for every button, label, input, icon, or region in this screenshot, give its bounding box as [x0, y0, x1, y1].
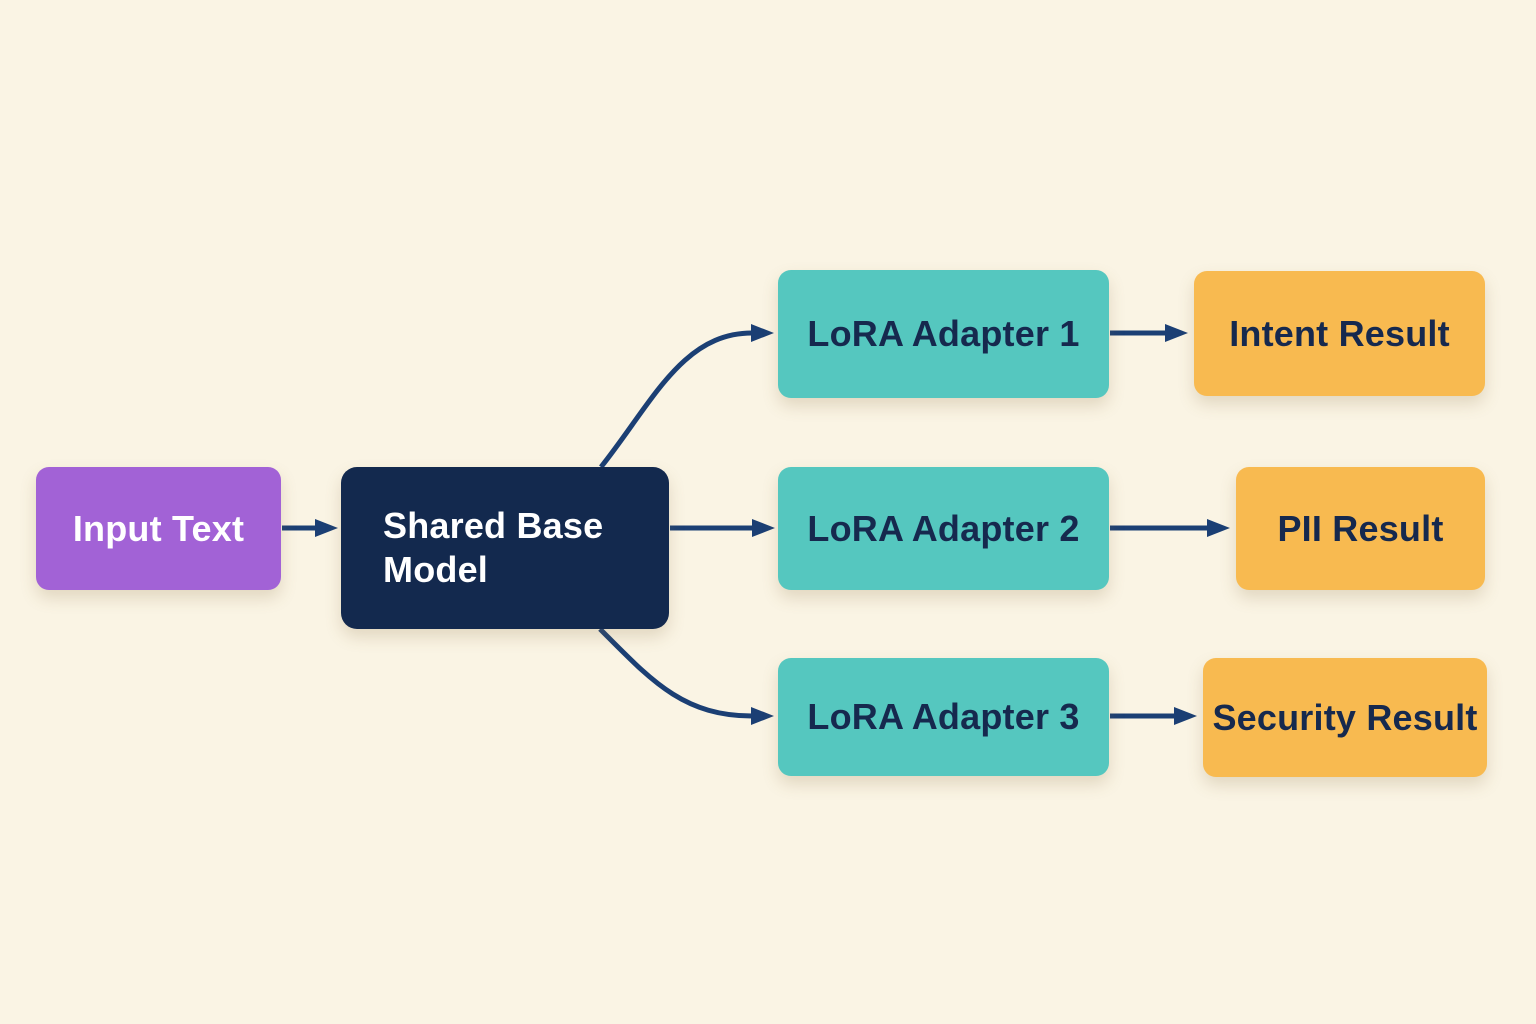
node-input-text-label: Input Text [72, 507, 245, 549]
node-lora-adapter-2-label: LoRA Adapter 2 [807, 507, 1080, 549]
edge-base-to-adapter3 [598, 627, 774, 725]
node-pii-result-label: PII Result [1277, 507, 1444, 549]
node-lora-adapter-3-label: LoRA Adapter 3 [807, 696, 1080, 737]
node-lora-adapter-1: LoRA Adapter 1 [778, 270, 1109, 398]
node-lora-adapter-1-label: LoRA Adapter 1 [807, 313, 1080, 354]
node-intent-result: Intent Result [1194, 271, 1485, 396]
node-intent-result-label: Intent Result [1229, 312, 1450, 354]
node-lora-adapter-2: LoRA Adapter 2 [778, 467, 1109, 590]
edge-base-to-adapter1 [599, 324, 774, 469]
node-security-result: Security Result [1203, 658, 1487, 777]
node-input-text: Input Text [36, 467, 281, 590]
node-lora-adapter-3: LoRA Adapter 3 [778, 658, 1109, 776]
node-pii-result: PII Result [1236, 467, 1485, 590]
node-shared-base-model: Shared Base Model [341, 467, 669, 629]
node-shared-base-model-label: Shared Base Model [383, 505, 604, 590]
node-security-result-label: Security Result [1212, 696, 1478, 738]
